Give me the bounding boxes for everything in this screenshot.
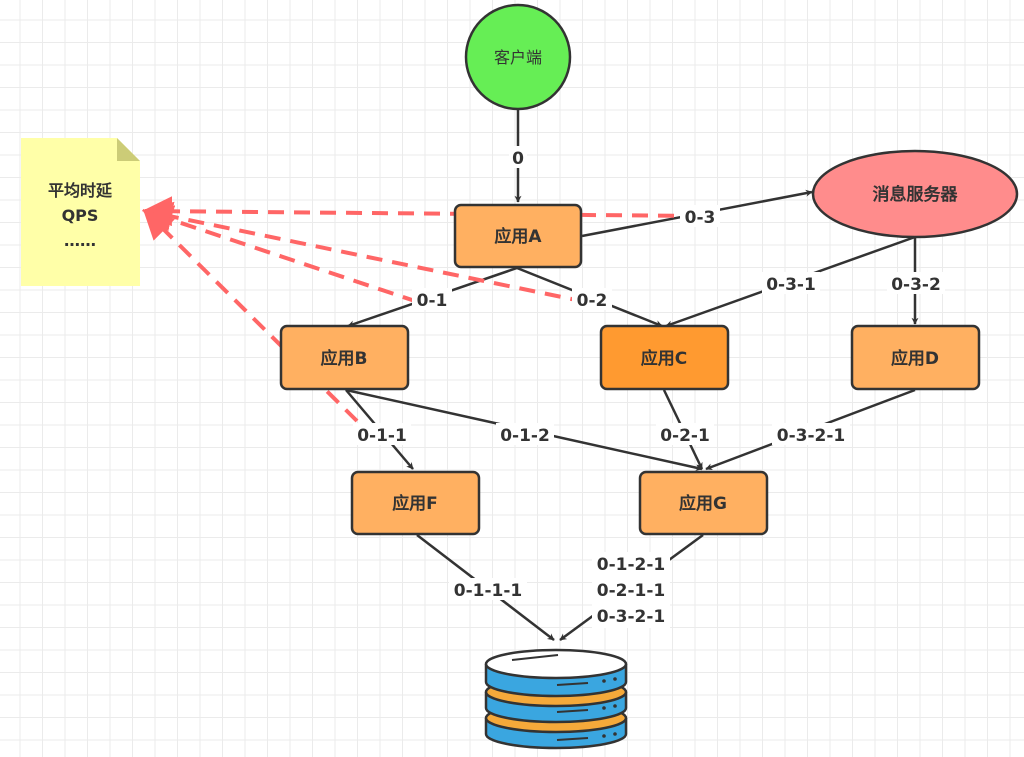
svg-text:0-1: 0-1 [417, 291, 448, 311]
edge-label-appG-db: 0-1-2-1 0-2-1-1 0-3-2-1 [592, 552, 670, 628]
edge-label-0-1-1-1: 0-1-1-1 [449, 578, 527, 601]
svg-text:0-2-1-1: 0-2-1-1 [597, 581, 665, 601]
appD-label: 应用D [891, 348, 939, 369]
note-line-ellipsis: …… [64, 231, 96, 250]
svg-text:0-1-2-1: 0-1-2-1 [597, 555, 665, 575]
report-edge-appA-note[interactable] [142, 196, 701, 227]
svg-text:0: 0 [512, 149, 524, 169]
metrics-note[interactable]: 平均时延 QPS …… [21, 138, 140, 286]
appG-box [638, 470, 769, 536]
mq-label: 消息服务器 [873, 184, 959, 205]
edge-label-0-3-1: 0-3-1 [762, 272, 820, 295]
appB-box [279, 324, 410, 391]
svg-text:0-3-2-1: 0-3-2-1 [597, 607, 665, 627]
node-appF[interactable]: 应用F [350, 470, 481, 536]
appC-box [599, 324, 730, 391]
appF-box [350, 470, 481, 536]
database-icon[interactable] [484, 648, 628, 750]
note-line-qps: QPS [62, 206, 99, 225]
edge-label-0-3-2: 0-3-2 [887, 272, 945, 295]
node-appD[interactable]: 应用D [850, 324, 981, 391]
node-client[interactable]: 客户端 [464, 3, 572, 111]
edge-label-0-3-2-1: 0-3-2-1 [772, 423, 850, 446]
edge-label-0-1-1: 0-1-1 [353, 423, 411, 446]
svg-text:0-2-1: 0-2-1 [660, 426, 710, 446]
edge-label-0-1-2: 0-1-2 [496, 423, 554, 446]
note-fold-icon [117, 138, 140, 161]
report-edges [142, 196, 701, 423]
svg-text:0-1-1: 0-1-1 [357, 426, 407, 446]
svg-text:0-1-2: 0-1-2 [500, 426, 550, 446]
note-body [21, 138, 140, 286]
appB-label: 应用B [321, 348, 368, 369]
report-edge-appF-note[interactable] [142, 208, 359, 423]
client-circle [464, 3, 572, 111]
svg-text:0-3-2-1: 0-3-2-1 [777, 426, 845, 446]
edge-label-0-2: 0-2 [572, 288, 612, 311]
appA-label: 应用A [494, 226, 542, 247]
svg-text:0-3-2: 0-3-2 [891, 275, 941, 295]
node-appG[interactable]: 应用G [638, 470, 769, 536]
svg-text:0-3-1: 0-3-1 [766, 275, 816, 295]
report-edge-appB-note[interactable] [142, 205, 419, 304]
node-appB[interactable]: 应用B [279, 324, 410, 391]
appF-label: 应用F [392, 493, 438, 514]
note-line-latency: 平均时延 [48, 181, 113, 200]
client-label: 客户端 [494, 48, 542, 67]
node-appC[interactable]: 应用C [599, 324, 730, 391]
node-appA[interactable]: 应用A [453, 203, 583, 269]
appC-label: 应用C [641, 348, 687, 369]
appG-label: 应用G [679, 493, 727, 514]
edge-label-0-3: 0-3 [680, 205, 720, 228]
report-edge-appC-note[interactable] [142, 201, 587, 304]
mq-ellipse [811, 149, 1019, 239]
svg-text:0-3: 0-3 [685, 208, 716, 228]
edge-label-0-2-1: 0-2-1 [656, 423, 714, 446]
edge-label-0-1: 0-1 [412, 288, 452, 311]
svg-text:0-2: 0-2 [577, 291, 608, 311]
appD-box [850, 324, 981, 391]
edge-labels: 0 0-3 0-1 0-2 0-3-1 0-3-2 0-1-1 0-1-2 [353, 146, 945, 628]
svg-text:0-1-1-1: 0-1-1-1 [454, 581, 522, 601]
edge-label-0: 0 [509, 146, 527, 169]
appA-box [453, 203, 583, 269]
node-mq[interactable]: 消息服务器 [811, 149, 1019, 239]
